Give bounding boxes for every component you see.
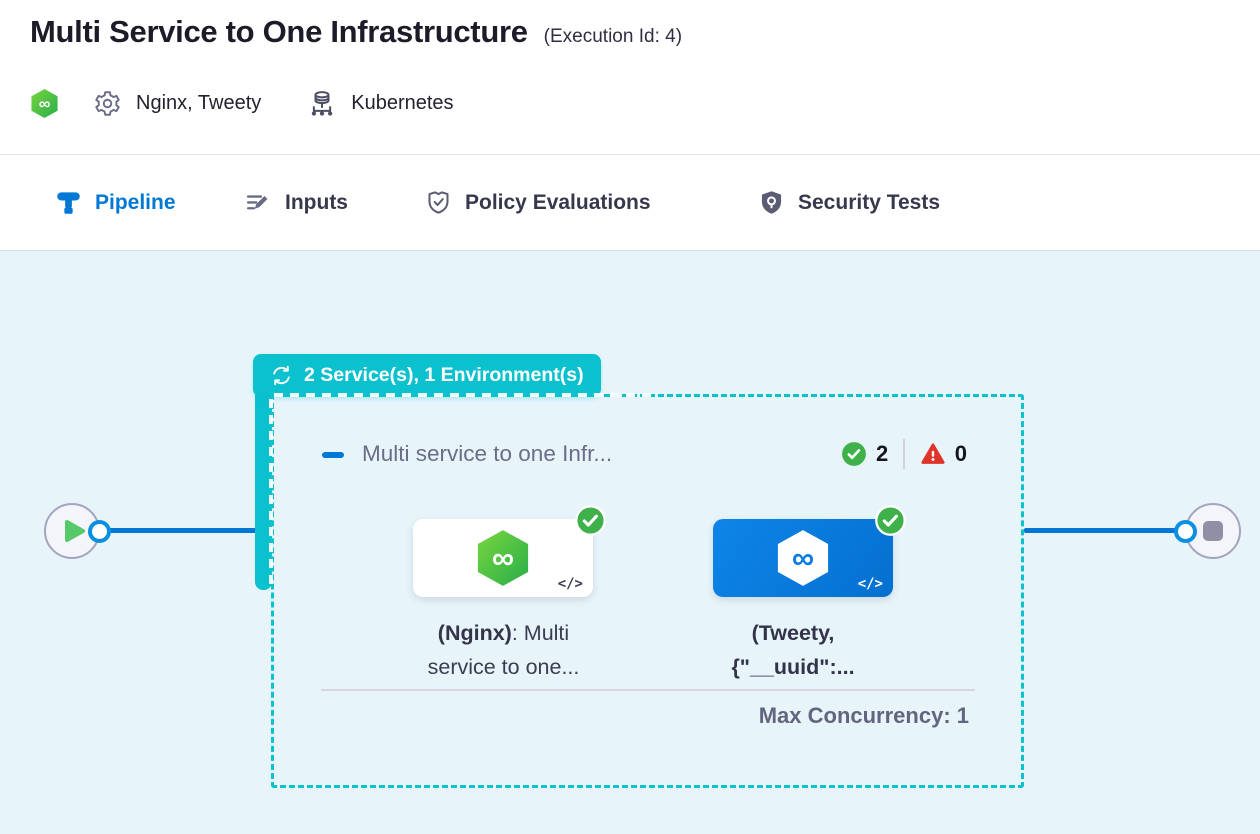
service-node-tweety[interactable]: ∞ </>: [713, 505, 906, 597]
pipeline-canvas[interactable]: 2 Service(s), 1 Environment(s) Multi ser…: [0, 251, 1260, 834]
count-divider: [903, 439, 905, 469]
page-title: Multi Service to One Infrastructure: [30, 14, 528, 49]
services-summary: Nginx, Tweety: [136, 92, 262, 114]
pipeline-edge-right: [1024, 528, 1178, 533]
collapse-stage-button[interactable]: [322, 452, 344, 458]
service-node-tweety-label: (Tweety, {"__uuid":...: [678, 616, 908, 684]
execution-id: (Execution Id: 4): [543, 26, 683, 47]
svg-text:∞: ∞: [792, 541, 814, 576]
harness-service-icon: ∞: [31, 89, 58, 118]
success-status-badge: [575, 505, 606, 536]
success-count: 2: [876, 441, 889, 466]
pipeline-icon: [57, 192, 80, 214]
stage-group-badge-label: 2 Service(s), 1 Environment(s): [304, 364, 584, 386]
badge-dash-overlay: [274, 393, 656, 397]
execution-header: Multi Service to One Infrastructure (Exe…: [0, 0, 1260, 155]
gear-icon: [95, 91, 120, 116]
service-name: (Nginx): [437, 621, 512, 645]
code-glyph: </>: [857, 576, 883, 592]
tab-pipeline[interactable]: Pipeline: [55, 155, 176, 250]
service-name: {"__uuid":...: [731, 655, 855, 679]
svg-text:∞: ∞: [39, 95, 51, 113]
harness-service-icon: ∞: [777, 530, 829, 586]
tab-bar: Pipeline Inputs Policy Evaluations Secur…: [0, 155, 1260, 406]
stop-icon: [1203, 521, 1223, 541]
service-desc: service to one...: [427, 655, 580, 679]
stage-group-badge[interactable]: 2 Service(s), 1 Environment(s): [253, 354, 601, 397]
code-glyph: </>: [557, 576, 583, 592]
tab-inputs-label: Inputs: [285, 190, 348, 214]
stage-status-counts: 2 0: [841, 439, 967, 469]
stage-group-strip: [255, 376, 272, 590]
error-count: 0: [954, 441, 967, 466]
harness-service-icon: ∞: [477, 530, 529, 586]
stage-group-box[interactable]: Multi service to one Infr... 2 0: [271, 394, 1024, 788]
shield-security-icon: [761, 191, 782, 214]
svg-text:∞: ∞: [492, 541, 514, 576]
loop-icon: [273, 365, 290, 386]
success-check-icon: [842, 442, 866, 466]
shield-check-icon: [428, 191, 449, 214]
service-node-nginx[interactable]: ∞ </>: [413, 505, 606, 597]
pipeline-edge-left: [97, 528, 259, 533]
inputs-icon: [246, 194, 268, 209]
tab-security-tests[interactable]: Security Tests: [758, 155, 940, 250]
service-name: (Tweety,: [751, 621, 835, 645]
infrastructure-summary: Kubernetes: [351, 92, 454, 114]
error-warning-icon: [921, 443, 945, 464]
tab-policy-evaluations-label: Policy Evaluations: [465, 190, 651, 214]
max-concurrency-label: Max Concurrency: 1: [758, 703, 969, 728]
tab-security-tests-label: Security Tests: [798, 190, 941, 214]
stage-divider: [321, 689, 975, 691]
service-desc: : Multi: [511, 621, 570, 645]
end-node-port[interactable]: [1174, 520, 1197, 543]
tab-policy-evaluations[interactable]: Policy Evaluations: [425, 155, 651, 250]
tab-inputs[interactable]: Inputs: [244, 155, 348, 250]
start-node-port[interactable]: [88, 520, 111, 543]
execution-meta-row: ∞ Nginx, Tweety Kubernetes: [30, 88, 454, 119]
service-node-nginx-label: (Nginx): Multi service to one...: [381, 616, 626, 684]
success-status-badge: [875, 505, 906, 536]
infrastructure-icon: [312, 90, 333, 116]
tab-pipeline-label: Pipeline: [95, 190, 176, 214]
strip-dash-overlay: [269, 399, 273, 585]
play-icon: [64, 520, 85, 542]
title-row: Multi Service to One Infrastructure (Exe…: [30, 14, 682, 50]
stage-title: Multi service to one Infr...: [362, 441, 613, 466]
